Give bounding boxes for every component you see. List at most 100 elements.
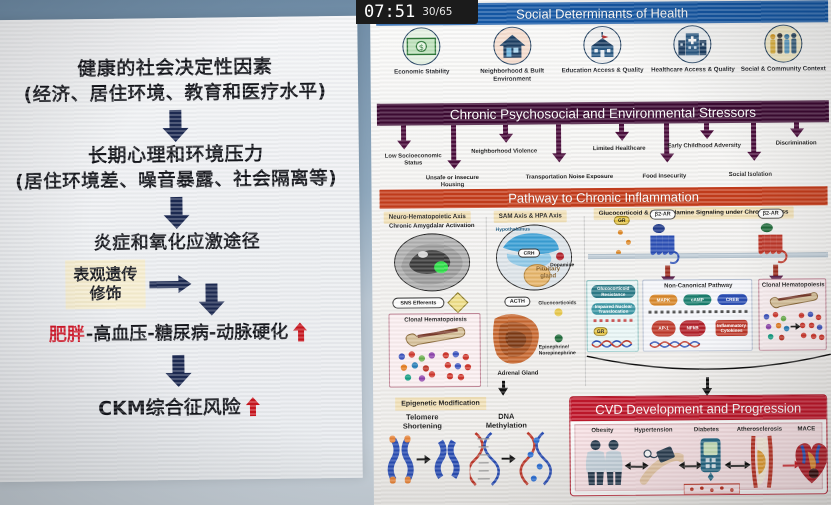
convergence-brace — [586, 353, 831, 370]
nfkb-node: NFkB — [679, 320, 706, 337]
gr-small-pill: GR — [593, 326, 608, 337]
clonal-hematopoiesis-panel-left: Clonal Hematopoiesis — [388, 312, 482, 388]
sdoh-item-healthcare: Healthcare Access & Quality — [649, 25, 737, 74]
stressor-label-1: Unsafe or Insecure Housing — [425, 174, 479, 189]
blood-vessel-icon — [683, 483, 740, 495]
people-icon — [763, 24, 803, 63]
b2ar-receptor-right — [758, 223, 788, 264]
b2ar-pill-left: β2-AR — [649, 209, 676, 220]
glucocorticoid-dot — [554, 308, 563, 317]
telomere-shortening-image — [387, 435, 460, 484]
school-icon — [583, 25, 622, 65]
pituitary-label: Pituitary gland — [536, 266, 561, 280]
timer-slide-counter: 30/65 — [422, 6, 453, 18]
atherosclerosis-artery-icon — [750, 435, 773, 488]
up-arrow-icon-1 — [294, 323, 307, 342]
epigenetic-tag: 表观遗传 修饰 — [65, 259, 146, 310]
hospital-icon — [673, 25, 712, 64]
sdoh-label-2: Education Access & Quality — [561, 66, 644, 75]
brain-amygdala-image — [393, 233, 471, 292]
adrenal-gland-image — [493, 314, 539, 364]
sns-efferents-pill: SNS Efferents — [392, 297, 445, 309]
ap1-node: AP-1 — [651, 320, 676, 337]
acth-pill: ACTH — [504, 296, 531, 307]
cvd-development-box: CVD Development and Progression Obesity … — [569, 394, 828, 497]
dna-methylation-label: DNA Methylation — [485, 411, 527, 430]
sdoh-label-4: Social & Community Context — [740, 65, 826, 73]
epigenetic-tag-line2: 修饰 — [89, 283, 122, 304]
noncanonical-title: Non-Canonical Pathway — [664, 282, 733, 290]
hpa-axis-image — [495, 224, 573, 291]
epigenetics-zone: Epigenetic Modification Telomere Shorten… — [381, 396, 562, 501]
sdoh-item-social-context: Social & Community Context — [739, 24, 827, 73]
stressor-label-4: Limited Healthcare — [592, 145, 646, 153]
catecholamine-dot — [554, 334, 563, 343]
epigenetic-modifier-row: 表观遗传 修饰 — [2, 257, 353, 310]
cvd-label-obesity: Obesity — [591, 427, 614, 435]
left-slide-chinese-flowchart: 健康的社会决定性因素 (经济、居住环境、教育和医疗水平) 长期心理和环境压力 (… — [0, 15, 363, 483]
stress-title-line2: (居住环境差、噪音暴露、社会隔离等) — [15, 168, 338, 193]
stressor-label-6: Early Childhood Adversity — [667, 142, 741, 150]
impaired-translocation: Impaired Nuclear Translocation — [591, 302, 636, 316]
non-canonical-pathway-panel: Non-Canonical Pathway MAPK cAMP CREB AP-… — [642, 278, 753, 352]
mapk-node: MAPK — [649, 294, 678, 306]
sdoh-title-line2: (经济、居住环境、教育和医疗水平) — [23, 81, 327, 106]
stressor-label-8: Discrimination — [775, 140, 817, 147]
cvd-label-atherosclerosis: Atherosclerosis — [736, 426, 783, 433]
sdoh-item-education: Education Access & Quality — [558, 25, 646, 75]
disease-rest: -高血压-糖尿病-动脉硬化 — [85, 321, 289, 346]
gr-pill: GR — [613, 215, 630, 225]
stressor-zone: Low Socioeconomic Status Unsafe or Insec… — [377, 122, 829, 188]
cvd-body: Obesity Hypertension Diabetes Atheroscle… — [574, 422, 828, 495]
amygdala-caption: Chronic Amygdalar Activation — [388, 223, 475, 230]
dopamine-label: Dopamine — [550, 262, 575, 269]
epigenetic-tag-line1: 表观遗传 — [73, 264, 138, 285]
creb-node: CREB — [717, 293, 748, 306]
resistance-title: Glucocorticoid Resistance — [591, 284, 636, 299]
money-icon: $ — [402, 27, 441, 66]
presentation-timer-badge: 07:51 30/65 — [356, 0, 478, 24]
disease-chain: 肥胖-高血压-糖尿病-动脉硬化 — [49, 320, 308, 347]
up-arrow-icon-2 — [247, 398, 260, 417]
sdoh-item-neighborhood: Neighborhood & Built Environment — [468, 26, 556, 83]
clonal-caption-left: Clonal Hematopoiesis — [404, 317, 467, 324]
diamond-marker-icon — [447, 292, 469, 314]
heart-mace-icon — [795, 443, 828, 484]
obesity-figures-icon — [585, 439, 623, 486]
ckm-outcome-label: CKM综合征风险 — [98, 396, 241, 420]
cvd-header: CVD Development and Progression — [570, 395, 827, 422]
inflammation-title: 炎症和氧化应激途径 — [93, 230, 261, 255]
hypertension-bp-icon — [639, 446, 684, 485]
sdoh-label-1: Neighborhood & Built Environment — [480, 67, 545, 83]
stress-title-line1: 长期心理和环境压力 — [87, 142, 264, 168]
sdoh-icon-row: $ Economic Stability Neighborhood & Buil… — [376, 24, 829, 102]
cvd-label-hypertension: Hypertension — [634, 427, 673, 434]
sdoh-title-line1: 健康的社会决定性因素 — [77, 55, 273, 81]
cvd-label-mace: MACE — [797, 426, 816, 433]
epigenetics-header: Epigenetic Modification — [395, 396, 486, 411]
glucocorticoid-resistance-panel: Glucocorticoid Resistance Impaired Nucle… — [586, 279, 639, 353]
adrenal-label: Adrenal Gland — [497, 370, 539, 377]
ckm-outcome: CKM综合征风险 — [98, 395, 260, 421]
sdoh-item-economic-stability: $ Economic Stability — [377, 27, 465, 76]
camp-node: cAMP — [683, 294, 712, 306]
timer-elapsed: 07:51 — [364, 2, 416, 22]
arrow-diabetes-atherosclerosis — [726, 462, 750, 469]
cvd-label-diabetes: Diabetes — [693, 427, 719, 434]
b2ar-pill-right: β2-AR — [757, 208, 784, 219]
diabetes-glucometer-icon — [700, 438, 721, 482]
stressor-label-7: Social Isolation — [728, 171, 773, 179]
dna-methylation-image — [469, 431, 553, 486]
pathway-panels: Chronic Amygdalar Activation SNS Efferen… — [378, 206, 831, 395]
inflammatory-cytokines-node: Inflammatory Cytokines — [715, 319, 748, 337]
dopamine-dot — [555, 252, 565, 261]
right-slide-infographic: Social Determinants of Health $ Economic… — [370, 0, 831, 505]
stressor-label-3: Transportation Noise Exposure — [525, 173, 614, 181]
right-arrow-icon — [149, 277, 193, 290]
glucocorticoids-label: Glucocorticoids — [538, 300, 577, 307]
clonal-hematopoiesis-panel-right: Clonal Hematopoiesis — [758, 278, 827, 351]
clonal-title-right: Clonal Hematopoiesis — [761, 282, 825, 289]
stressor-label-0: Low Socioeconomic Status — [384, 153, 442, 167]
b2ar-receptor-left — [650, 224, 680, 265]
hypothalamus-label: Hypothalamus — [495, 226, 531, 233]
